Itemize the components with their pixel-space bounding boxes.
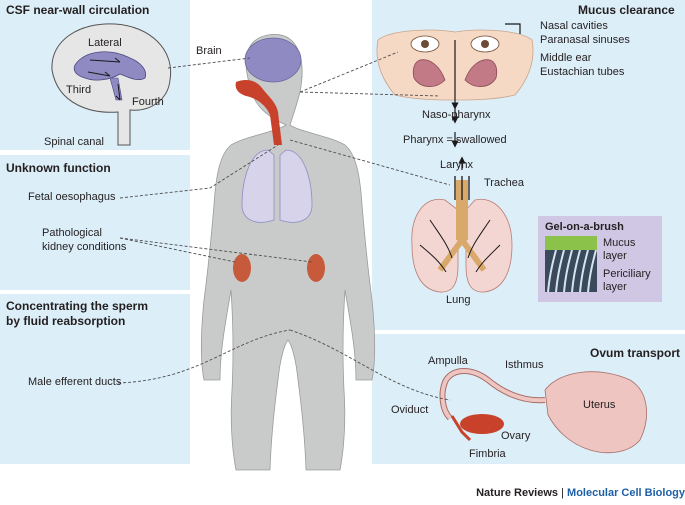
periciliary-line2: layer — [603, 281, 627, 293]
mucus-arrows — [451, 23, 521, 170]
csf-heading: CSF near-wall circulation — [6, 3, 150, 17]
unknown-function-heading: Unknown function — [6, 161, 111, 175]
journal-credit: Nature Reviews | Molecular Cell Biology — [0, 487, 685, 499]
oviduct-uterus-diagram — [439, 368, 647, 454]
nasal-cavities-label: Nasal cavities — [540, 20, 608, 32]
gel-title: Gel-on-a-brush — [545, 221, 624, 233]
gel-on-a-brush-inset — [538, 216, 662, 302]
body-brain — [244, 37, 302, 83]
body-airway — [235, 80, 282, 145]
nasopharynx-label: Naso-pharynx — [422, 109, 491, 121]
lateral-label: Lateral — [88, 37, 122, 49]
fimbria-label: Fimbria — [469, 448, 506, 460]
male-efferent-label: Male efferent ducts — [28, 376, 122, 388]
journal-subject: Molecular Cell Biology — [567, 487, 685, 499]
body-lung-right — [279, 149, 313, 223]
spinal-canal-label: Spinal canal — [44, 136, 104, 148]
sperm-panel — [0, 294, 190, 464]
mucus-layer-line1: Mucus — [603, 237, 636, 249]
larynx-label: Larynx — [440, 159, 474, 171]
eustachian-label: Eustachian tubes — [540, 66, 625, 78]
kidney-label-line1: Pathological — [42, 227, 102, 239]
unknown-function-panel — [0, 155, 190, 290]
brain-label: Brain — [196, 45, 222, 57]
sperm-heading-line2: by fluid reabsorption — [6, 314, 126, 328]
oviduct-label: Oviduct — [391, 404, 429, 416]
ovum-transport-heading: Ovum transport — [590, 346, 681, 360]
pharynx-label: Pharynx = swallowed — [403, 134, 507, 146]
face-sinus-diagram — [376, 29, 534, 110]
mucus-clearance-heading: Mucus clearance — [578, 3, 675, 17]
connector-lines — [117, 51, 451, 401]
paranasal-label: Paranasal sinuses — [540, 34, 630, 46]
periciliary-line1: Periciliary — [603, 268, 651, 280]
body-lung-left — [241, 149, 275, 223]
middle-ear-label: Middle ear — [540, 52, 592, 64]
journal-name: Nature Reviews — [476, 487, 559, 499]
isthmus-label: Isthmus — [505, 359, 544, 371]
lung-diagram — [411, 176, 513, 293]
csf-brain-diagram — [51, 23, 172, 146]
third-label: Third — [66, 84, 92, 96]
fetal-oesophagus-label: Fetal oesophagus — [28, 191, 116, 203]
body-kidney-left — [233, 254, 251, 282]
mucus-layer-line2: layer — [603, 250, 627, 262]
human-body — [200, 34, 376, 471]
lung-label: Lung — [446, 294, 471, 306]
ampulla-label: Ampulla — [428, 355, 468, 367]
sperm-heading-line1: Concentrating the sperm — [6, 299, 149, 313]
trachea-label: Trachea — [484, 177, 524, 189]
ovary-label: Ovary — [501, 430, 531, 442]
kidney-label-line2: kidney conditions — [42, 241, 127, 253]
fourth-label: Fourth — [132, 96, 164, 108]
uterus-label: Uterus — [583, 399, 616, 411]
credit-separator: | — [558, 487, 568, 499]
body-kidney-right — [307, 254, 325, 282]
